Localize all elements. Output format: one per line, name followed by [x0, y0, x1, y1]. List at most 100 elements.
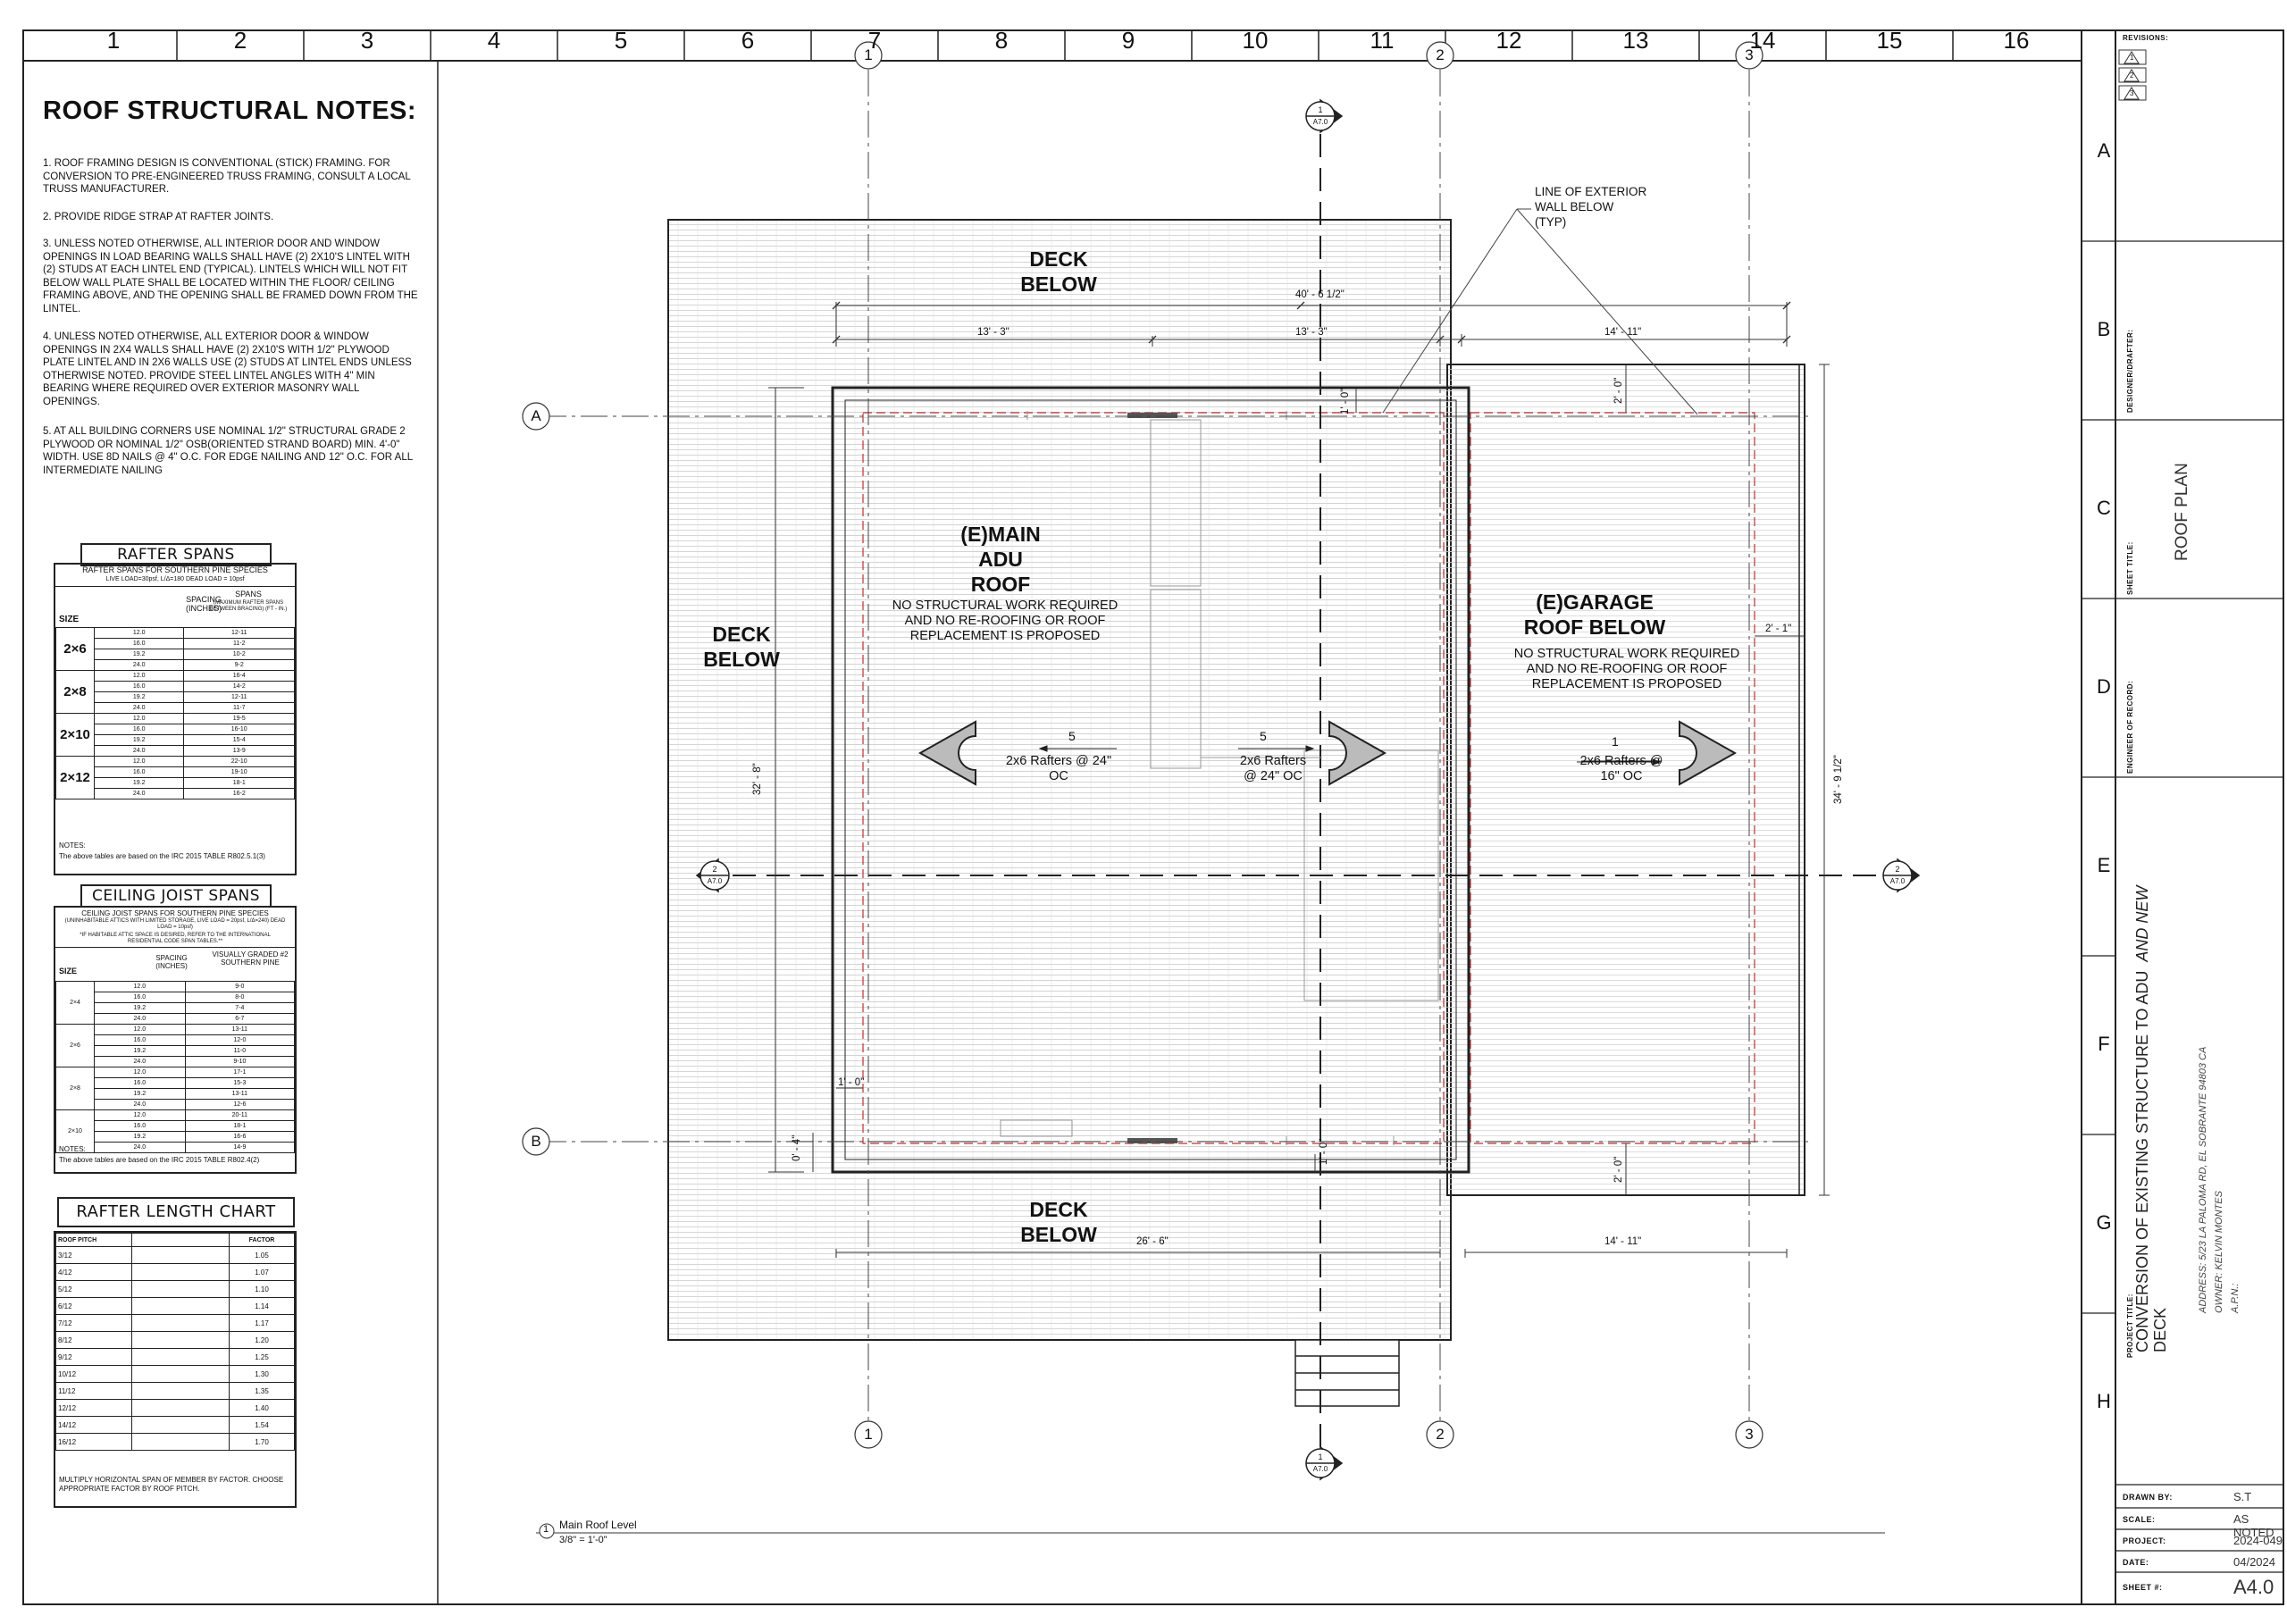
notes-title: ROOF STRUCTURAL NOTES:	[43, 96, 417, 125]
grid-bubble-label: 1	[864, 46, 873, 63]
revision-number: 3	[2130, 89, 2134, 97]
dim-segment: 2' - 1"	[1765, 624, 1792, 634]
grid-col-label: 5	[614, 27, 628, 54]
ceiling-joist-subtitle3: *IF HABITABLE ATTIC SPACE IS DESIRED, RE…	[80, 933, 271, 944]
grid-row-label: A	[2097, 139, 2111, 162]
ceiling-notes-label: NOTES:	[59, 1145, 86, 1153]
grid-lines	[540, 70, 1814, 1420]
grid-col-label: 10	[1242, 27, 1269, 54]
rafter-notes-label: NOTES:	[59, 841, 86, 850]
slope-value-right: 1	[1612, 734, 1619, 749]
dim-vertical-left: 32' - 8"	[752, 763, 763, 795]
grid-bubble-label: 2	[1436, 46, 1445, 63]
section-marker-sheet: A7.0	[1312, 118, 1328, 126]
grid-row-label: H	[2097, 1390, 2111, 1412]
grid-bubble-label: 3	[1745, 1426, 1754, 1443]
ceiling-joist-subtitle: CEILING JOIST SPANS FOR SOUTHERN PINE SP…	[81, 909, 269, 917]
sheet-title-label: SHEET TITLE:	[2126, 541, 2134, 595]
grid-col-label: 4	[487, 27, 501, 54]
slope-value-mid: 5	[1260, 729, 1267, 743]
dim-vertical: 1' - 0"	[1319, 1138, 1329, 1165]
dimension-lines	[768, 302, 1830, 1258]
revisions-label: REVISIONS:	[2123, 34, 2169, 42]
rafter-spans-title: RAFTER SPANS	[80, 543, 272, 566]
note-item: 5. AT ALL BUILDING CORNERS USE NOMINAL 1…	[43, 426, 413, 476]
dim-vertical: 2' - 0"	[1613, 1156, 1624, 1183]
rafters-right-label: 2x6 Rafters @16" OC	[1579, 754, 1663, 783]
dim-vertical: 0' - 4"	[792, 1134, 802, 1161]
project-value: 2024-049	[2233, 1534, 2283, 1547]
section-marker-sheet: A7.0	[1889, 877, 1906, 885]
grid-col-label: 2	[233, 27, 247, 54]
slope-value-left: 5	[1068, 729, 1076, 743]
designer-label: DESIGNER/DRAFTER:	[2126, 329, 2134, 413]
grid-column-dividers	[176, 30, 1954, 61]
dim-segment: 13' - 3"	[977, 327, 1009, 338]
grid-bubble-label: 2	[1436, 1426, 1445, 1443]
exterior-wall-line-garage	[1470, 412, 1755, 1144]
note-item: 2. PROVIDE RIDGE STRAP AT RAFTER JOINTS.	[43, 212, 274, 222]
header-spacing: SPACING (INCHES)	[186, 595, 222, 613]
slope-arrows	[917, 720, 1738, 786]
rafter-spans-subtitle: RAFTER SPANS FOR SOUTHERN PINE SPECIES	[82, 565, 268, 574]
note-item: 1. ROOF FRAMING DESIGN IS CONVENTIONAL (…	[43, 158, 411, 195]
view-scale: 3/8" = 1'-0"	[559, 1535, 607, 1545]
project-apn: A.P.N.:	[2230, 1283, 2241, 1313]
project-address: ADDRESS: 5/23 LA PALOMA RD, EL SOBRANTE …	[2198, 1046, 2208, 1313]
header-spans-note: (MAXIMUM RAFTER SPANS BETWEEN BRACING) (…	[209, 600, 288, 612]
sheet-border	[22, 29, 2284, 1605]
rafter-notes-text: The above tables are based on the IRC 20…	[59, 852, 265, 860]
section-marker-number: 2	[712, 865, 717, 874]
grid-col-label: 13	[1622, 27, 1649, 54]
grid-bubble-label: 1	[864, 1426, 873, 1443]
section-marker-sheet: A7.0	[1312, 1465, 1328, 1473]
grid-row-label: B	[2097, 318, 2111, 340]
section-marker-number: 1	[1318, 1452, 1323, 1461]
dim-overall: 40' - 6 1/2"	[1295, 289, 1345, 300]
header-size: SIZE	[59, 967, 78, 975]
grid-col-label: 12	[1495, 27, 1522, 54]
drawn-by-label: DRAWN BY:	[2123, 1493, 2173, 1502]
ceiling-joist-table: CEILING JOIST SPANS FOR SOUTHERN PINE SP…	[54, 906, 297, 1174]
grid-col-label: 8	[994, 27, 1009, 54]
rafter-spans-subtitle2: LIVE LOAD=30psf, L/Δ=180 DEAD LOAD = 10p…	[105, 576, 245, 582]
section-markers	[695, 98, 1921, 1481]
grid-col-label: 9	[1121, 27, 1135, 54]
grid-bubbles	[522, 41, 1763, 1449]
ceiling-joist-subtitle2: (UNINHABITABLE ATTICS WITH LIMITED STORA…	[64, 918, 286, 930]
rafters-left-label: 2x6 Rafters @ 24"OC	[1005, 754, 1112, 783]
header-spans: SPANS	[235, 590, 262, 599]
view-number: 1	[543, 1524, 549, 1535]
dim-vertical: 2' - 0"	[1613, 377, 1624, 404]
stairs	[1294, 1339, 1400, 1407]
sheet-title: ROOF PLAN	[2173, 463, 2191, 561]
project-title-line-3: DECK	[2151, 1307, 2169, 1352]
project-title-line-1: CONVERSION OF EXISTING STRUCTURE TO ADU	[2133, 970, 2151, 1352]
dim-vertical-right: 34' - 9 1/2"	[1833, 755, 1844, 804]
revision-deltas	[2118, 49, 2147, 101]
ceiling-joist-title: CEILING JOIST SPANS	[80, 884, 272, 908]
header-spacing: SPACING (INCHES)	[155, 954, 188, 970]
revision-number: 1	[2130, 54, 2134, 62]
dim-segment: 14' - 11"	[1604, 327, 1642, 338]
sheet-number-value: A4.0	[2233, 1576, 2274, 1598]
rafters-mid-label: 2x6 Rafters@ 24" OC	[1239, 754, 1307, 783]
section-marker-number: 1	[1318, 105, 1323, 114]
date-value: 04/2024	[2233, 1555, 2275, 1569]
row-dividers	[2082, 240, 2283, 1573]
header-grade: VISUALLY GRADED #2 SOUTHERN PINE	[212, 950, 289, 967]
scale-label: SCALE:	[2123, 1515, 2156, 1524]
grid-row-label: F	[2098, 1033, 2110, 1055]
project-title-line-2: AND NEW	[2133, 885, 2151, 962]
grid-col-label: 11	[1370, 27, 1395, 54]
